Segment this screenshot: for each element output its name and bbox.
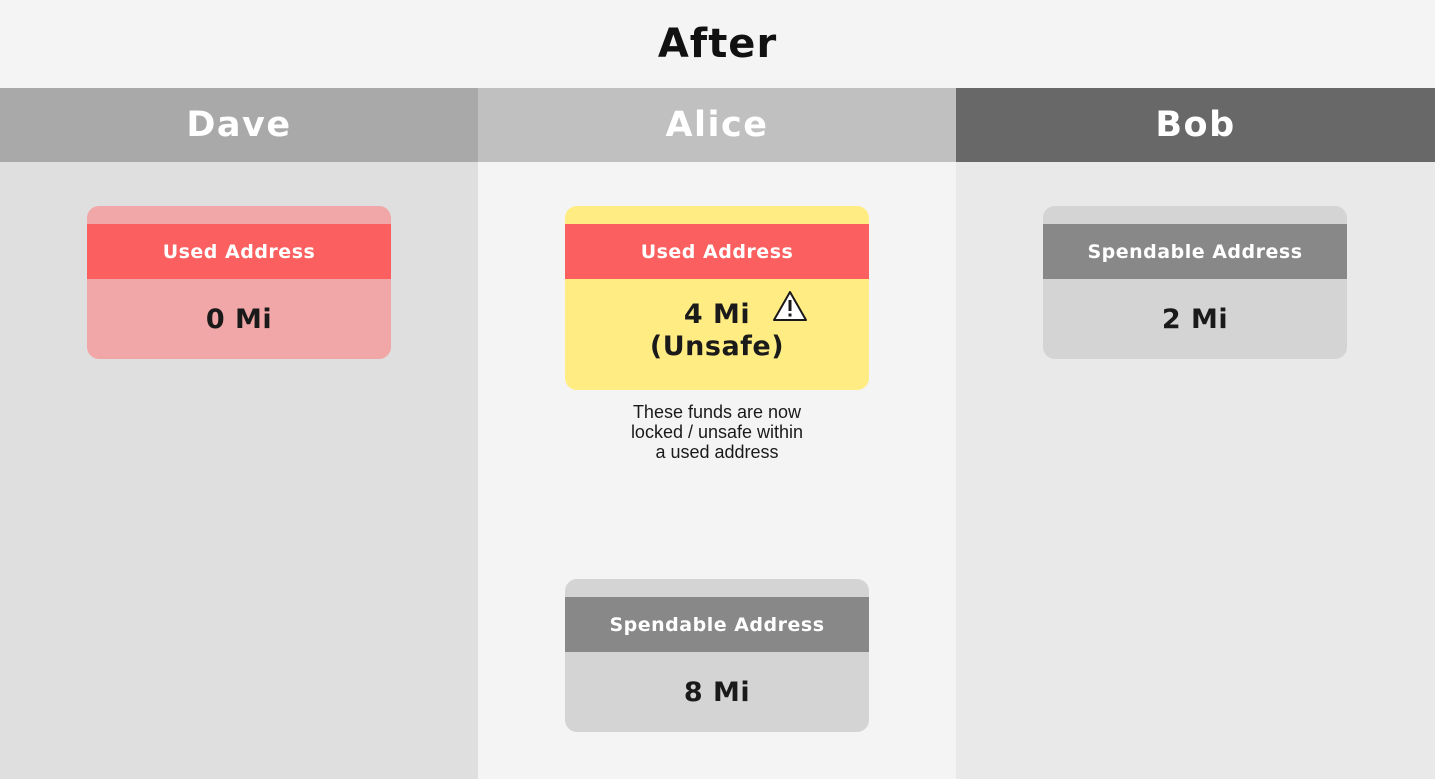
card-amount: 4 Mi bbox=[683, 298, 751, 330]
column-dave: Dave Used Address 0 Mi bbox=[0, 88, 478, 779]
diagram-title: After bbox=[657, 21, 778, 67]
column-bob: Bob Spendable Address 2 Mi bbox=[956, 88, 1435, 779]
spendable-address-card: Spendable Address 2 Mi bbox=[1043, 206, 1347, 359]
card-label: Spendable Address bbox=[565, 597, 869, 652]
card-top-strip bbox=[565, 206, 869, 224]
card-label: Used Address bbox=[565, 224, 869, 279]
card-label: Used Address bbox=[87, 224, 391, 279]
column-header-alice: Alice bbox=[478, 88, 956, 162]
card-top-strip bbox=[1043, 206, 1347, 224]
used-address-card: Used Address 0 Mi bbox=[87, 206, 391, 359]
card-amount: 2 Mi bbox=[1161, 303, 1229, 335]
card-top-strip bbox=[565, 579, 869, 597]
note-line: a used address bbox=[655, 442, 779, 462]
unsafe-funds-note: These funds are now locked / unsafe with… bbox=[478, 402, 956, 462]
column-alice: Alice Used Address 4 Mi (Unsafe) These f… bbox=[478, 88, 956, 779]
warning-icon bbox=[773, 291, 807, 321]
card-amount: 8 Mi bbox=[683, 676, 751, 708]
title-bar: After bbox=[0, 0, 1435, 88]
card-status: (Unsafe) bbox=[649, 330, 785, 362]
note-line: locked / unsafe within bbox=[630, 422, 804, 442]
column-header-bob: Bob bbox=[956, 88, 1435, 162]
unsafe-used-address-card: Used Address 4 Mi (Unsafe) bbox=[565, 206, 869, 390]
card-amount: 0 Mi bbox=[205, 303, 273, 335]
card-amount-block: 4 Mi (Unsafe) bbox=[565, 279, 869, 390]
card-label: Spendable Address bbox=[1043, 224, 1347, 279]
column-header-dave: Dave bbox=[0, 88, 478, 162]
card-top-strip bbox=[87, 206, 391, 224]
spendable-address-card: Spendable Address 8 Mi bbox=[565, 579, 869, 732]
note-line: These funds are now bbox=[632, 402, 802, 422]
